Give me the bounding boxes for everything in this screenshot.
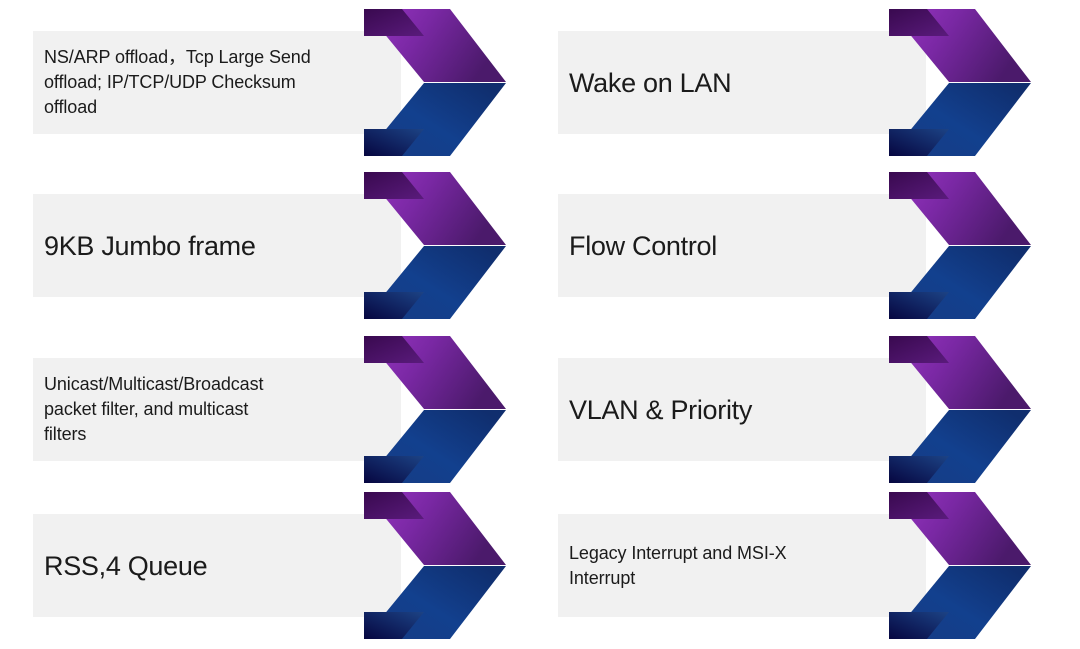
feature-plate-flow-control: Flow Control — [558, 194, 926, 297]
chevron-arrow-icon-vlan-and-priority — [889, 336, 1031, 483]
feature-label-flow-control: Flow Control — [569, 230, 717, 261]
feature-callout-legacy-and-msix-interrupt[interactable]: Legacy Interrupt and MSI-X Interrupt — [558, 488, 1038, 643]
feature-callout-vlan-and-priority[interactable]: VLAN & Priority — [558, 332, 1038, 487]
chevron-arrow-icon-wake-on-lan — [889, 9, 1031, 156]
feature-plate-rss-four-queue: RSS,4 Queue — [33, 514, 401, 617]
feature-label-jumbo-frame: 9KB Jumbo frame — [44, 230, 256, 261]
feature-callout-wake-on-lan[interactable]: Wake on LAN — [558, 5, 1038, 160]
feature-label-vlan-and-priority: VLAN & Priority — [569, 394, 753, 425]
chevron-arrow-icon-ns-arp-offload — [364, 9, 506, 156]
feature-plate-wake-on-lan: Wake on LAN — [558, 31, 926, 134]
feature-callout-jumbo-frame[interactable]: 9KB Jumbo frame — [33, 168, 513, 323]
feature-callout-packet-filter[interactable]: Unicast/Multicast/Broadcast packet filte… — [33, 332, 513, 487]
feature-plate-ns-arp-offload: NS/ARP offload，Tcp Large Send offload; I… — [33, 31, 401, 134]
chevron-arrow-icon-jumbo-frame — [364, 172, 506, 319]
feature-callout-flow-control[interactable]: Flow Control — [558, 168, 1038, 323]
feature-label-wake-on-lan: Wake on LAN — [569, 67, 732, 98]
feature-plate-jumbo-frame: 9KB Jumbo frame — [33, 194, 401, 297]
feature-plate-vlan-and-priority: VLAN & Priority — [558, 358, 926, 461]
chevron-arrow-icon-flow-control — [889, 172, 1031, 319]
chevron-arrow-icon-rss-four-queue — [364, 492, 506, 639]
chevron-arrow-icon-legacy-and-msix-interrupt — [889, 492, 1031, 639]
feature-label-ns-arp-offload: NS/ARP offload，Tcp Large Send offload; I… — [44, 47, 311, 117]
feature-label-legacy-and-msix-interrupt: Legacy Interrupt and MSI-X Interrupt — [569, 542, 787, 588]
feature-label-rss-four-queue: RSS,4 Queue — [44, 550, 208, 581]
feature-callout-rss-four-queue[interactable]: RSS,4 Queue — [33, 488, 513, 643]
chevron-arrow-icon-packet-filter — [364, 336, 506, 483]
feature-label-packet-filter: Unicast/Multicast/Broadcast packet filte… — [44, 374, 264, 444]
feature-plate-legacy-and-msix-interrupt: Legacy Interrupt and MSI-X Interrupt — [558, 514, 926, 617]
feature-plate-packet-filter: Unicast/Multicast/Broadcast packet filte… — [33, 358, 401, 461]
feature-callout-ns-arp-offload[interactable]: NS/ARP offload，Tcp Large Send offload; I… — [33, 5, 513, 160]
